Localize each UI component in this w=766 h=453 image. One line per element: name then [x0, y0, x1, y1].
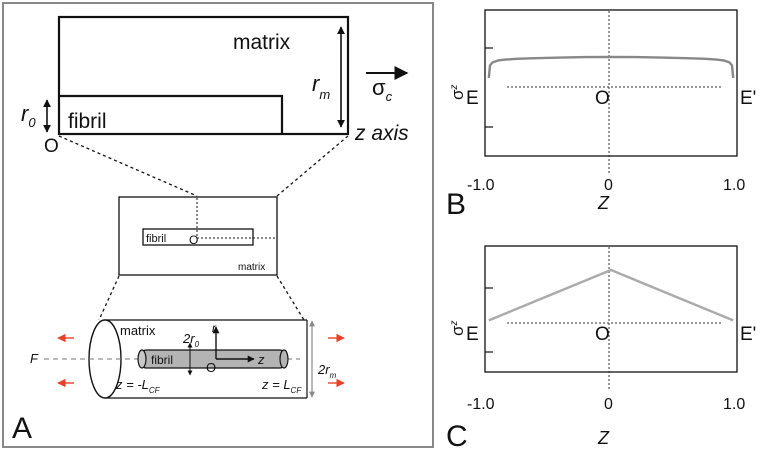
matrix-region-top [57, 15, 350, 136]
panel-b-frame [484, 9, 738, 157]
panel-c-e-prime-label: E' [740, 324, 756, 345]
two-r0-label: 2r0 [182, 331, 200, 349]
fibril-label-bottom: fibril [151, 353, 173, 367]
panel-a: matrix rm σc r0 fibril O z axis fibril O… [2, 2, 434, 448]
panel-b-ylabel: σz [448, 85, 467, 101]
force-label: F [30, 351, 39, 366]
panel-c-xtick-left: -1.0 [467, 396, 495, 413]
panel-c-xtick-right: 1.0 [723, 396, 745, 413]
panel-c-e-label: E [466, 324, 479, 345]
rm-label: rm [312, 71, 330, 102]
panel-a-label: A [12, 412, 32, 445]
panel-c-frame [484, 245, 738, 373]
r-direction-label: r [212, 321, 217, 335]
fibril-end-left [137, 349, 147, 369]
matrix-label-top: matrix [233, 31, 291, 54]
z-axis-label: z axis [354, 122, 409, 145]
panel-b-xtick-left: -1.0 [467, 177, 495, 194]
panel-c-xtick-center: 0 [604, 396, 613, 413]
panel-b-xtick-center: 0 [604, 177, 613, 194]
panel-b-e-label: E [466, 88, 479, 109]
panel-b-e-prime-label: E' [740, 88, 756, 109]
fibril-end-right [279, 349, 289, 369]
panel-c-series-0-line [488, 268, 734, 322]
two-rm-label: 2rm [317, 362, 337, 380]
panel-c: O E E' σz -1.0 0 1.0 Z C [446, 245, 756, 453]
fibril-region-middle [142, 228, 254, 246]
sigma-c-label: σc [372, 75, 393, 104]
fibril-region-top [59, 94, 284, 134]
panel-b-series-0-line [487, 55, 735, 79]
zoom-line-left-upper [58, 135, 198, 197]
zoom-line-right-upper [276, 135, 349, 197]
panel-a-frame [2, 2, 434, 448]
svg-text:σz: σz [448, 321, 467, 337]
panel-b-xtick-right: 1.0 [723, 177, 745, 194]
z-left-label: z = -LCF [115, 377, 161, 395]
zoom-line-right-lower [276, 275, 305, 321]
panel-b: O E E' σz -1.0 0 1.0 Z B [446, 9, 756, 221]
panel-b-label: B [446, 188, 466, 221]
svg-text:σz: σz [448, 85, 467, 101]
origin-label-bottom: O [206, 360, 216, 375]
panel-b-xlabel: Z [597, 193, 610, 213]
z-direction-label: z [257, 352, 265, 367]
panel-c-origin-label: O [595, 324, 610, 345]
matrix-label-middle: matrix [238, 262, 265, 273]
zoom-line-left-lower [98, 275, 120, 321]
panel-b-origin-label: O [595, 88, 610, 109]
matrix-label-bottom: matrix [120, 323, 156, 338]
fibril-label-top: fibril [68, 110, 107, 133]
origin-label-top: O [44, 136, 59, 157]
matrix-region-middle [118, 196, 278, 276]
z-right-label: z = LCF [261, 377, 302, 395]
fibril-label-middle: fibril [146, 233, 166, 245]
panel-c-xlabel: Z [597, 428, 610, 448]
origin-label-middle: O [189, 233, 198, 247]
panel-c-ylabel: σz [448, 321, 467, 337]
panel-c-label: C [446, 420, 468, 453]
r0-label: r0 [21, 101, 36, 130]
